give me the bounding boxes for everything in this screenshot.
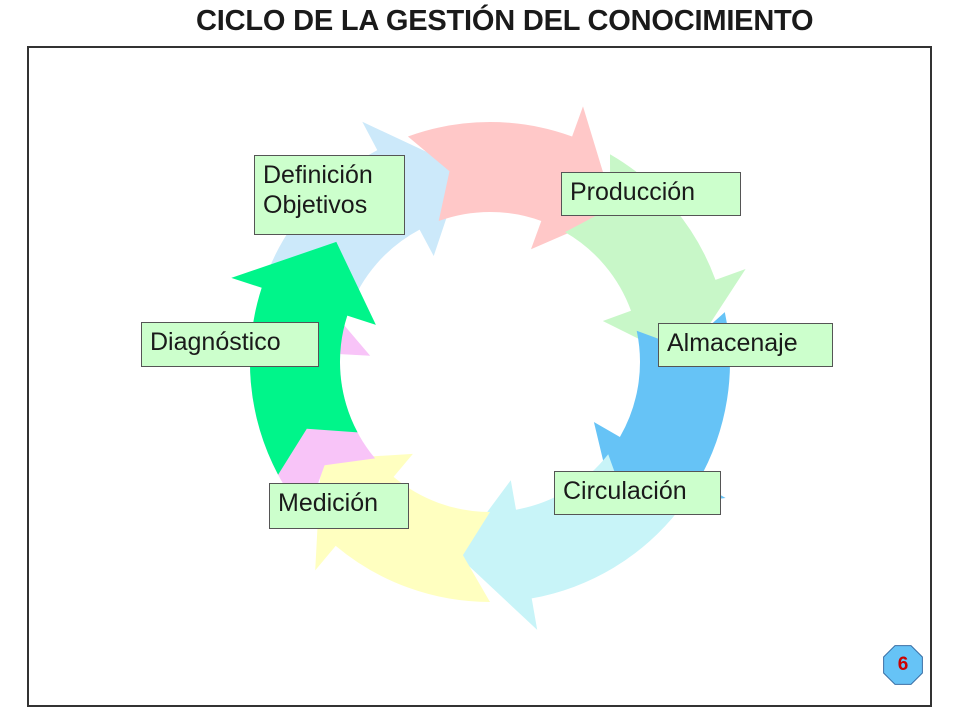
stage-label-text: Diagnóstico <box>150 328 281 356</box>
stage-label-text: Circulación <box>563 477 687 505</box>
stage-label-almacenaje: Almacenaje <box>658 323 833 367</box>
stage-label-produccion: Producción <box>561 172 741 216</box>
page-number: 6 <box>897 654 909 675</box>
stage-label-circulacion: Circulación <box>554 471 721 515</box>
stage-label-text: Medición <box>278 489 379 517</box>
slide-title: CICLO DE LA GESTIÓN DEL CONOCIMIENTO <box>196 5 814 37</box>
page-number-badge-icon <box>883 645 923 685</box>
stage-label-diagnostico: Diagnóstico <box>141 322 319 367</box>
stage-label-text: Almacenaje <box>667 329 798 357</box>
stage-label-definicion-objetivos: Definición Objetivos <box>254 155 405 235</box>
stage-label-medicion: Medición <box>269 483 409 529</box>
stage-label-line1: Definición <box>263 161 373 189</box>
stage-label-text: Producción <box>570 178 696 206</box>
stage-label-line2: Objetivos <box>263 191 368 219</box>
